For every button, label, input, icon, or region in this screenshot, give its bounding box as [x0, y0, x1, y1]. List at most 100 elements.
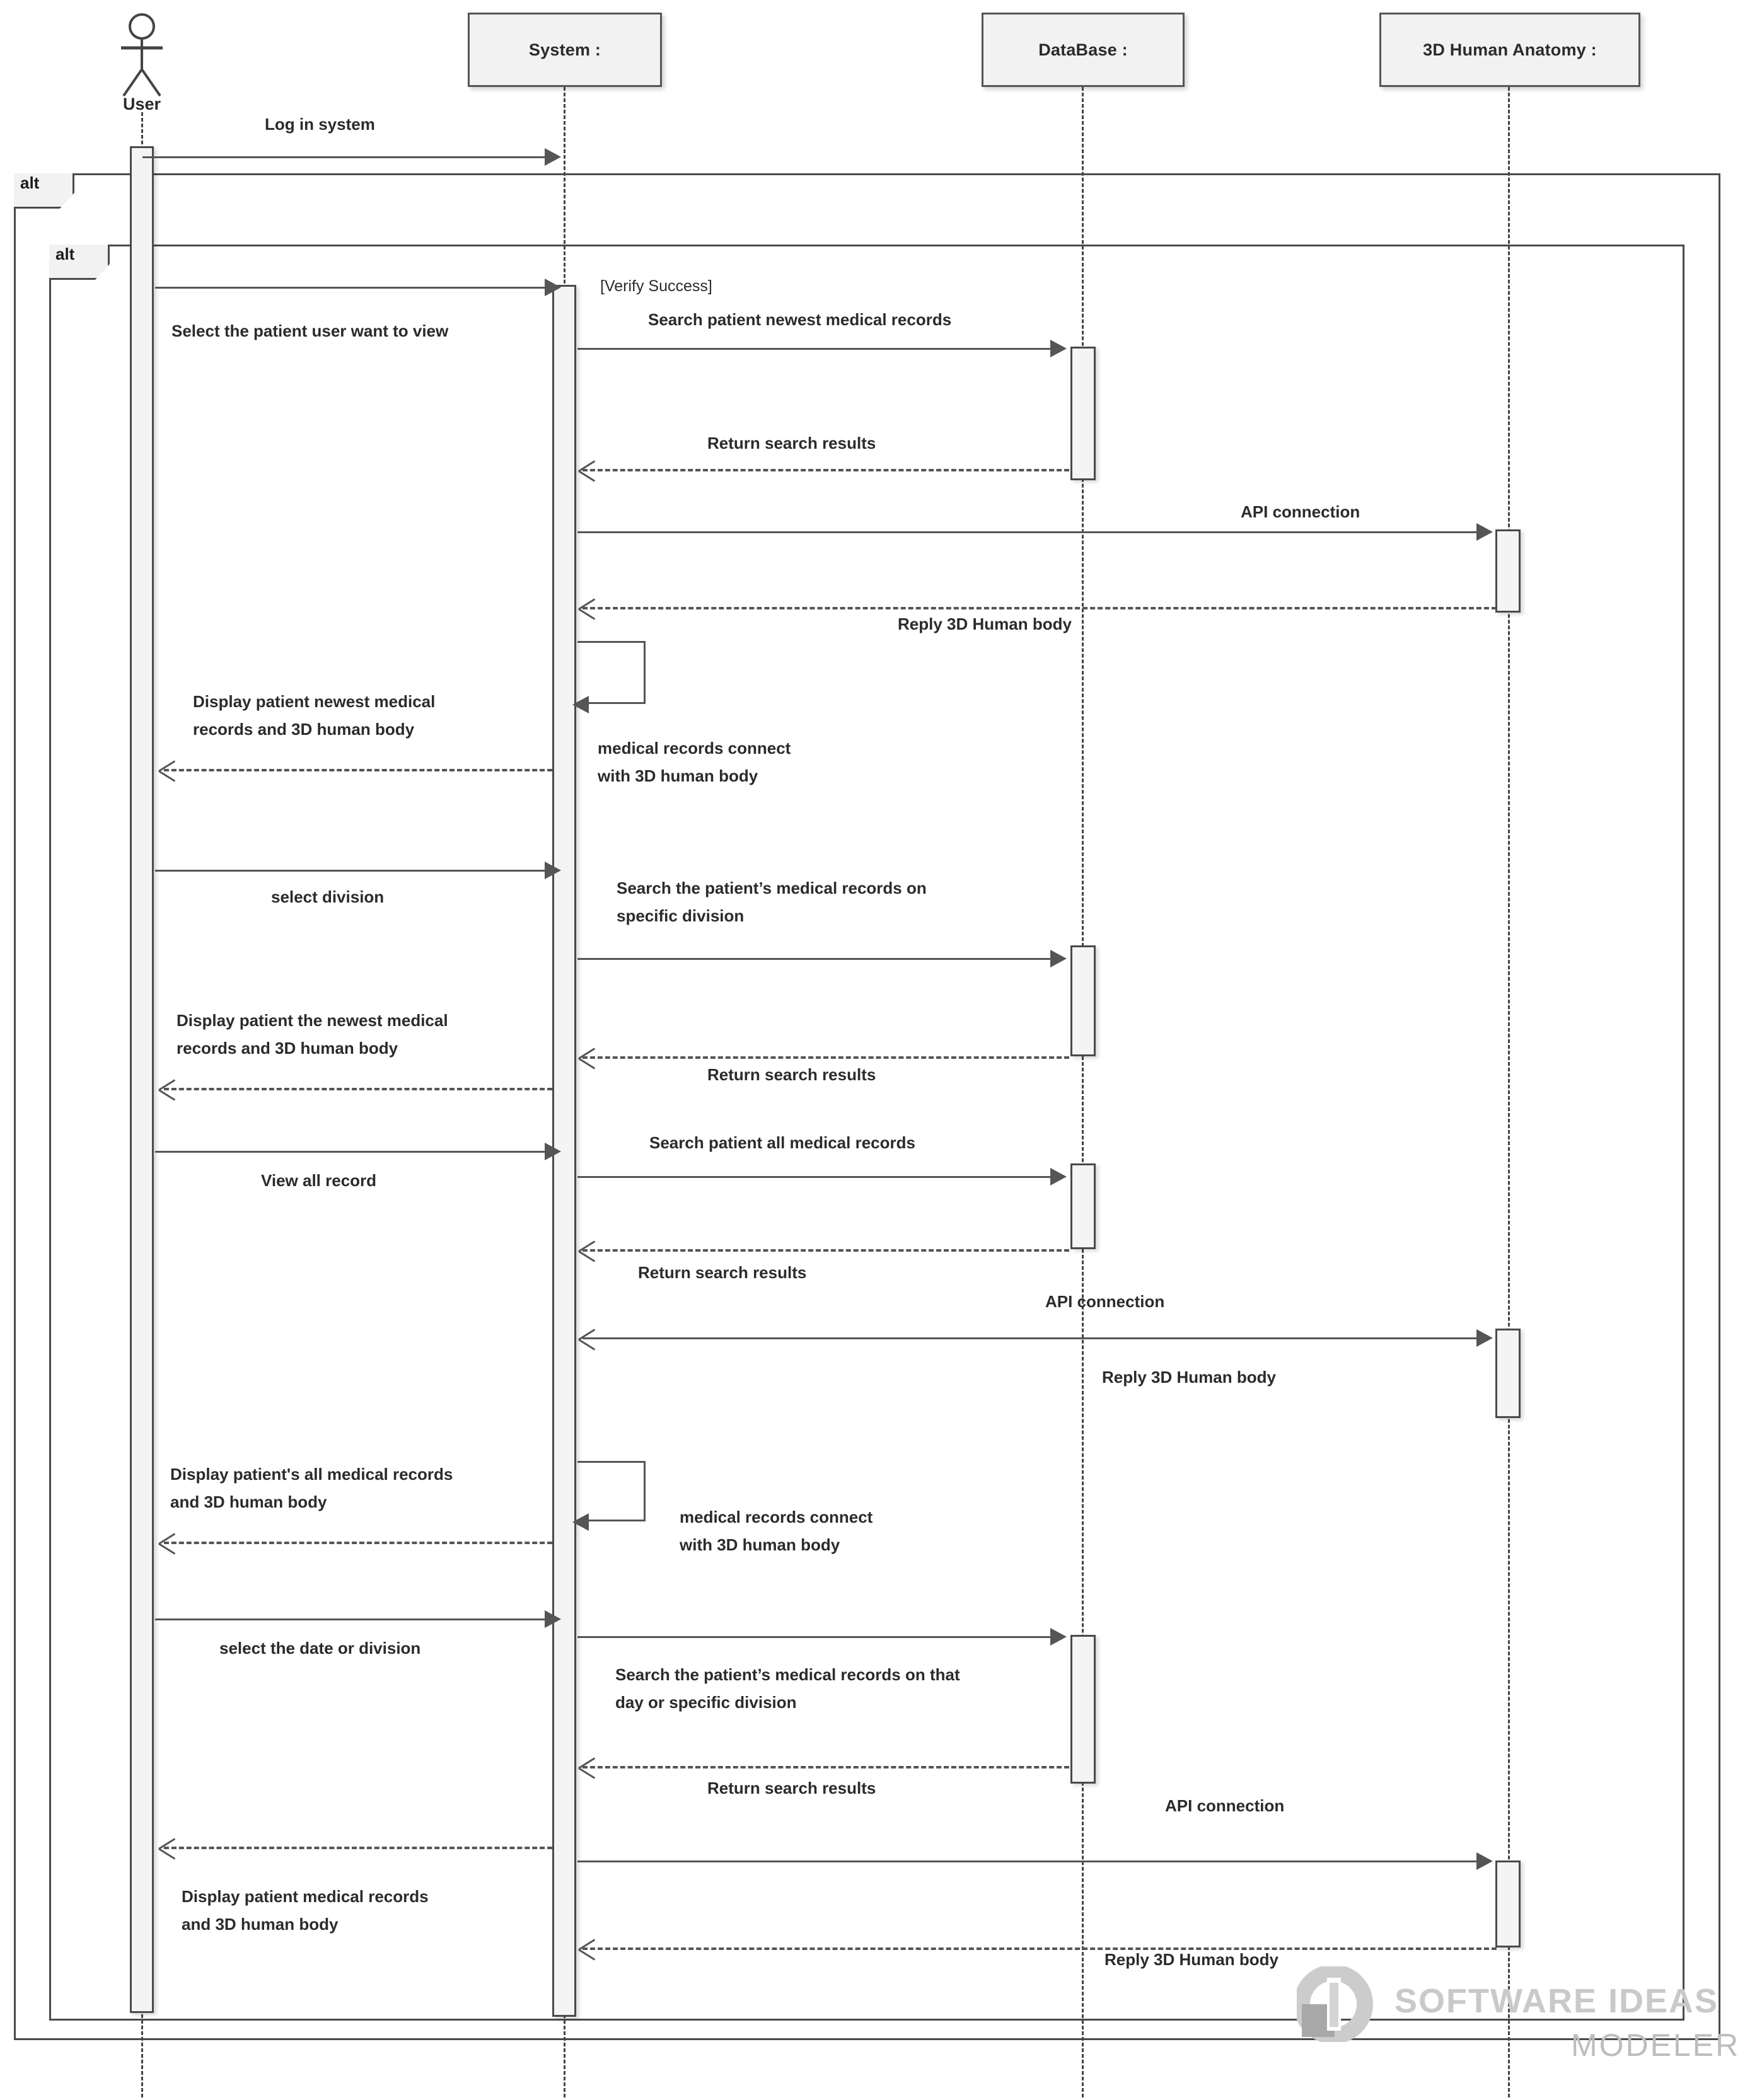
lifeline-database — [1082, 87, 1084, 2097]
guard-verify-success: [Verify Success] — [600, 277, 712, 295]
message-label-m10-line2: specific division — [617, 906, 745, 925]
actor-user-label: User — [122, 95, 161, 113]
arrowhead-m18 — [572, 1513, 589, 1531]
watermark-mark-icon — [1294, 1964, 1373, 2044]
arrowhead-m21 — [1050, 1628, 1067, 1646]
message-line-m01[interactable] — [142, 156, 546, 158]
message-label-m06: Reply 3D Human body — [898, 614, 1072, 633]
arrowhead-m01 — [545, 148, 561, 166]
watermark-text-line2: MODELER — [1571, 2028, 1741, 2063]
activation-database-4 — [1070, 1635, 1096, 1784]
message-line-m02[interactable] — [155, 287, 546, 289]
activation-anatomy-3 — [1495, 1861, 1521, 1947]
lifeline-head-database[interactable]: DataBase : — [982, 13, 1185, 87]
actor-user[interactable] — [107, 11, 177, 100]
message-line-m11[interactable] — [583, 1056, 1069, 1059]
message-label-m07-line2: with 3D human body — [598, 766, 758, 785]
arrowhead-m23 — [1476, 1852, 1493, 1870]
activation-user — [130, 146, 154, 2013]
arrowhead-m16-left — [579, 1330, 595, 1347]
arrowhead-m13 — [545, 1143, 561, 1160]
message-label-m24-line2: and 3D human body — [182, 1915, 339, 1934]
message-label-m12-line1: Display patient the newest medical — [177, 1011, 448, 1030]
lifeline-anatomy — [1508, 87, 1510, 2097]
message-line-m09[interactable] — [155, 870, 546, 872]
message-line-m03[interactable] — [577, 348, 1052, 350]
message-label-m25: Reply 3D Human body — [1104, 1950, 1278, 1969]
message-line-m24[interactable] — [164, 1847, 552, 1849]
watermark-text-line1: SOFTWARE IDEAS — [1394, 1982, 1719, 2020]
lifeline-head-system[interactable]: System : — [468, 13, 662, 87]
message-label-m08-line1: Display patient newest medical — [193, 692, 436, 711]
fragment-alt-inner-tab: alt — [49, 245, 110, 280]
message-line-m16[interactable] — [583, 1337, 1483, 1339]
message-label-m08-line2: records and 3D human body — [193, 720, 415, 739]
message-label-m16: API connection — [1045, 1292, 1165, 1311]
message-label-m21-line1: Search the patient’s medical records on … — [615, 1665, 960, 1684]
message-label-m24-line1: Display patient medical records — [182, 1887, 429, 1906]
arrowhead-m11 — [579, 1049, 595, 1066]
lifeline-head-system-label: System : — [528, 40, 601, 59]
activation-anatomy-2 — [1495, 1329, 1521, 1418]
arrowhead-m19 — [159, 1534, 175, 1552]
message-label-m01: Log in system — [265, 115, 375, 134]
message-self-m07[interactable] — [577, 641, 646, 704]
message-label-m19-line2: and 3D human body — [170, 1492, 327, 1511]
message-line-m13[interactable] — [155, 1151, 546, 1153]
message-line-m23[interactable] — [577, 1861, 1478, 1862]
arrowhead-m10 — [1050, 950, 1067, 967]
arrowhead-m07 — [572, 696, 589, 713]
message-line-m05[interactable] — [577, 531, 1478, 533]
message-label-m18-line1: medical records connect — [680, 1508, 873, 1526]
message-line-m14[interactable] — [577, 1176, 1052, 1178]
fragment-alt-inner — [49, 245, 1684, 2021]
fragment-alt-outer-tab: alt — [14, 173, 74, 209]
message-line-m25[interactable] — [583, 1947, 1497, 1950]
arrowhead-m06 — [579, 599, 595, 617]
message-label-m21-line2: day or specific division — [615, 1693, 797, 1712]
arrowhead-m24 — [159, 1839, 175, 1857]
arrowhead-m03 — [1050, 340, 1067, 357]
arrowhead-m16-right — [1476, 1329, 1493, 1347]
message-label-m14: Search patient all medical records — [649, 1133, 915, 1152]
message-label-m11: Return search results — [707, 1065, 876, 1084]
lifeline-head-anatomy[interactable]: 3D Human Anatomy : — [1379, 13, 1640, 87]
message-label-m09: select division — [271, 887, 385, 906]
lifeline-head-database-label: DataBase : — [1038, 40, 1128, 59]
message-label-m20: select the date or division — [219, 1639, 421, 1658]
arrowhead-m20 — [545, 1610, 561, 1628]
message-label-m18-line2: with 3D human body — [680, 1535, 840, 1554]
message-self-m18[interactable] — [577, 1461, 646, 1521]
arrowhead-m25 — [579, 1940, 595, 1958]
message-line-m04[interactable] — [583, 469, 1069, 471]
message-label-m12-line2: records and 3D human body — [177, 1039, 398, 1058]
arrowhead-m04 — [579, 461, 595, 479]
message-label-m07-line1: medical records connect — [598, 739, 791, 758]
activation-database-1 — [1070, 347, 1096, 480]
message-line-m20[interactable] — [155, 1618, 546, 1620]
message-label-m23: API connection — [1165, 1796, 1285, 1815]
message-label-m13: View all record — [261, 1171, 377, 1190]
message-line-m22[interactable] — [583, 1766, 1069, 1768]
message-label-m15: Return search results — [638, 1263, 807, 1282]
message-line-m10[interactable] — [577, 958, 1052, 960]
message-line-m15[interactable] — [583, 1249, 1069, 1252]
message-line-m21[interactable] — [577, 1636, 1052, 1638]
message-line-m12[interactable] — [164, 1088, 552, 1090]
arrowhead-m22 — [579, 1758, 595, 1776]
arrowhead-m09 — [545, 862, 561, 879]
message-label-m05: API connection — [1241, 502, 1360, 521]
message-line-m08[interactable] — [164, 769, 552, 771]
activation-anatomy-1 — [1495, 529, 1521, 613]
message-label-m17: Reply 3D Human body — [1102, 1368, 1276, 1387]
activation-database-2 — [1070, 945, 1096, 1056]
message-label-m10-line1: Search the patient’s medical records on — [617, 879, 927, 897]
arrowhead-m08 — [159, 761, 175, 779]
message-label-m19-line1: Display patient's all medical records — [170, 1465, 453, 1484]
arrowhead-m02 — [545, 279, 561, 296]
message-label-m04: Return search results — [707, 434, 876, 453]
message-line-m06[interactable] — [583, 607, 1497, 609]
message-line-m19[interactable] — [164, 1542, 552, 1544]
arrowhead-m05 — [1476, 523, 1493, 541]
